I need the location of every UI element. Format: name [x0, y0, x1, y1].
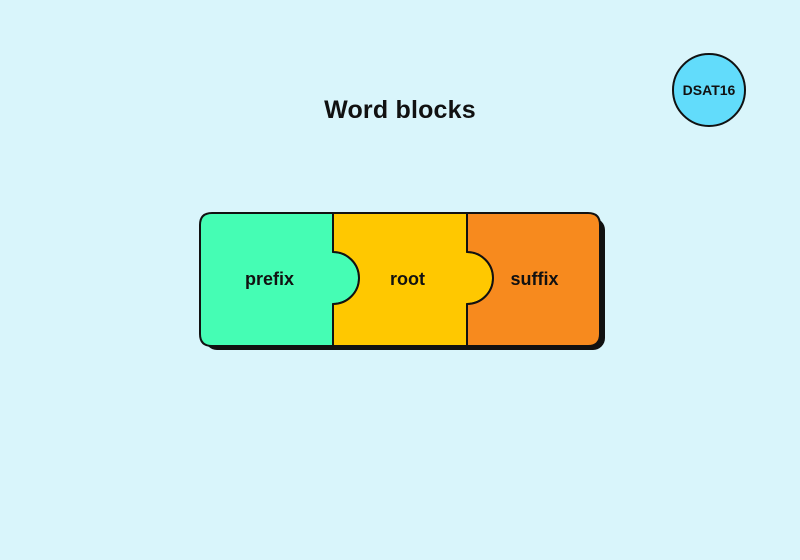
- puzzle-graphic: [199, 212, 605, 350]
- word-blocks-puzzle: prefix root suffix: [195, 208, 610, 356]
- block-label-suffix: suffix: [510, 269, 559, 289]
- page-title: Word blocks: [324, 96, 476, 124]
- block-label-root: root: [390, 269, 425, 289]
- code-badge: DSAT16: [672, 53, 746, 127]
- block-label-prefix: prefix: [244, 269, 295, 289]
- block-suffix-piece: [466, 212, 601, 347]
